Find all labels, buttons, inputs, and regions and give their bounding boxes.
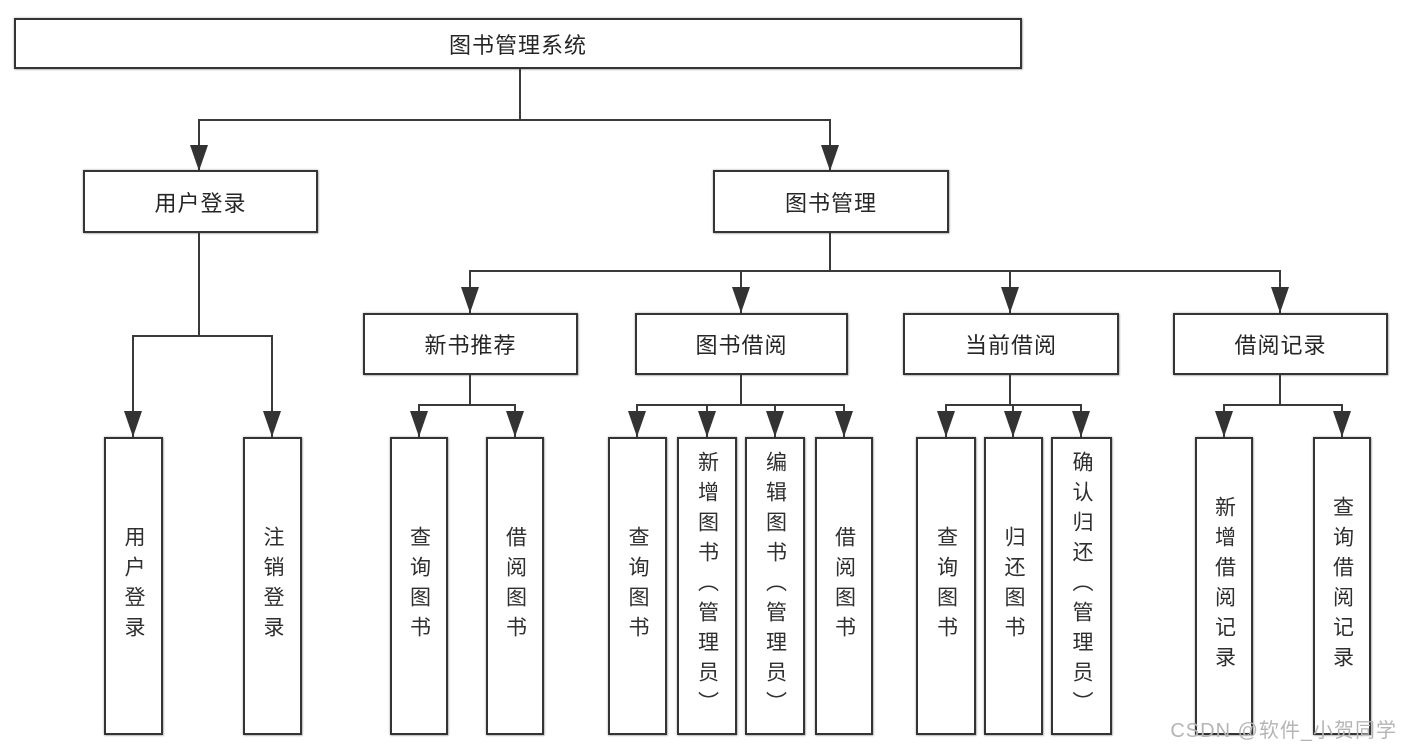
connector-line (419, 404, 516, 406)
arrow-down-icon (1333, 411, 1351, 437)
leaf-label: 查询图书 (934, 526, 958, 646)
csdn-watermark: CSDN @软件_小贺同学 (1170, 720, 1397, 742)
leaf-borrow-books: 借阅图书 (815, 437, 873, 735)
node-book-management: 图书管理 (713, 170, 949, 233)
arrow-down-icon (732, 287, 750, 313)
node-label: 图书管理 (784, 190, 877, 216)
leaf-label: 确认归还（管理员） (1070, 451, 1093, 721)
node-root-system: 图书管理系统 (14, 18, 1022, 69)
leaf-label: 借阅图书 (832, 526, 856, 646)
leaf-borrow-books: 借阅图书 (486, 437, 544, 735)
leaf-query-books: 查询图书 (916, 437, 976, 735)
leaf-label: 新增借阅记录 (1212, 496, 1236, 676)
connector-line (132, 335, 134, 437)
arrow-down-icon (190, 145, 208, 171)
leaf-query-books: 查询图书 (608, 437, 667, 735)
connector-line (271, 335, 273, 437)
connector-line (946, 404, 1082, 406)
arrow-down-icon (698, 411, 716, 437)
node-label: 用户登录 (154, 190, 247, 216)
leaf-label: 查询图书 (626, 526, 649, 646)
leaf-label: 编辑图书（管理员） (763, 451, 787, 721)
leaf-label: 注销登录 (261, 526, 284, 646)
connector-line (199, 119, 831, 121)
leaf-logout: 注销登录 (243, 437, 302, 735)
node-label: 当前借阅 (964, 333, 1057, 358)
leaf-label: 归还图书 (1002, 526, 1025, 646)
connector-line (1279, 375, 1281, 406)
node-new-book-recommendation: 新书推荐 (363, 313, 578, 375)
connector-line (133, 335, 273, 337)
leaf-label: 借阅图书 (503, 526, 527, 646)
connector-line (829, 233, 831, 271)
leaf-return-books: 归还图书 (984, 437, 1043, 735)
leaf-user-login: 用户登录 (104, 437, 163, 735)
leaf-label: 查询借阅记录 (1330, 496, 1354, 676)
arrow-down-icon (1001, 287, 1019, 313)
node-label: 图书管理系统 (448, 32, 587, 58)
connector-line (1009, 375, 1011, 406)
leaf-add-borrow-record: 新增借阅记录 (1195, 437, 1253, 735)
arrow-down-icon (410, 411, 428, 437)
leaf-add-books-admin: 新增图书（管理员） (677, 437, 737, 735)
node-book-borrowing: 图书借阅 (635, 313, 848, 375)
leaf-confirm-return-admin: 确认归还（管理员） (1051, 437, 1112, 735)
leaf-label: 查询图书 (407, 526, 431, 646)
node-user-login: 用户登录 (83, 170, 318, 233)
arrow-down-icon (835, 411, 853, 437)
node-borrowing-records: 借阅记录 (1173, 313, 1388, 375)
connector-line (740, 375, 742, 406)
leaf-query-borrow-records: 查询借阅记录 (1313, 437, 1371, 735)
arrow-down-icon (766, 411, 784, 437)
connector-line (198, 233, 200, 337)
connector-line (519, 69, 521, 119)
arrow-down-icon (263, 411, 281, 437)
arrow-down-icon (1271, 287, 1289, 313)
connector-line (470, 270, 1281, 272)
arrow-down-icon (1072, 411, 1090, 437)
connector-line (1224, 404, 1343, 406)
connector-line (637, 404, 845, 406)
node-label: 图书借阅 (695, 333, 788, 358)
leaf-label: 新增图书（管理员） (695, 451, 719, 721)
arrow-down-icon (937, 411, 955, 437)
arrow-down-icon (628, 411, 646, 437)
node-label: 借阅记录 (1234, 333, 1327, 358)
arrow-down-icon (1215, 411, 1233, 437)
leaf-edit-books-admin: 编辑图书（管理员） (745, 437, 805, 735)
arrow-down-icon (821, 145, 839, 171)
arrow-down-icon (506, 411, 524, 437)
node-current-borrowing: 当前借阅 (903, 313, 1119, 375)
node-label: 新书推荐 (424, 333, 517, 358)
arrow-down-icon (1004, 411, 1022, 437)
leaf-label: 用户登录 (122, 526, 145, 646)
leaf-query-books: 查询图书 (390, 437, 448, 735)
arrow-down-icon (461, 287, 479, 313)
arrow-down-icon (124, 411, 142, 437)
connector-line (469, 375, 471, 406)
